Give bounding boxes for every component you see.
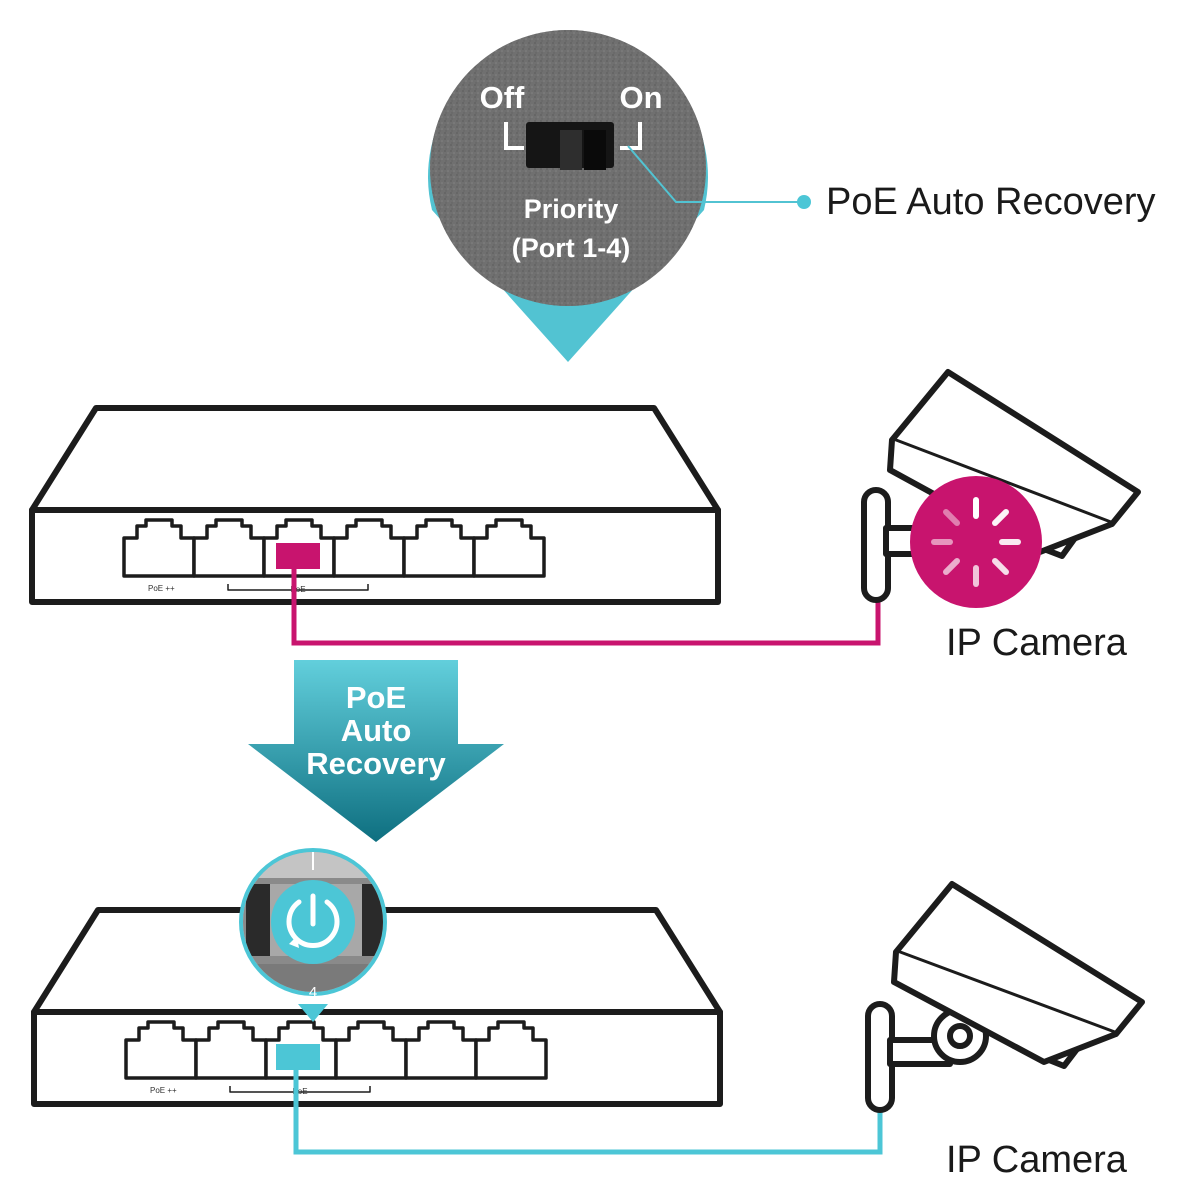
slider-switch: [504, 122, 642, 170]
bottom-camera: [865, 881, 1145, 1113]
ethernet-port-6: [472, 518, 546, 578]
bottom-port-label: PoE ++: [150, 1086, 177, 1095]
power-restart-icon: [271, 880, 355, 964]
top-group-label: PoE: [290, 585, 305, 594]
callout-label: PoE Auto Recovery: [826, 181, 1156, 223]
bottom-switch-ports: [124, 1020, 548, 1080]
arrow-line3: Recovery: [306, 746, 446, 781]
faulted-port-plug: [276, 543, 320, 569]
switch-caption-line1: Priority: [524, 194, 619, 224]
callout-leader: [627, 145, 811, 209]
bottom-switch: [31, 907, 723, 1107]
arrow-line1: PoE: [346, 680, 406, 715]
loading-spinner-icon: [910, 476, 1042, 608]
switch-off-label: Off: [480, 80, 525, 115]
top-camera-label: IP Camera: [946, 622, 1128, 664]
bottom-group-label: PoE: [292, 1087, 307, 1096]
ethernet-port-6: [474, 1020, 548, 1080]
top-port-label: PoE ++: [148, 584, 175, 593]
switch-caption-line2: (Port 1-4): [512, 233, 631, 263]
top-switch: [29, 405, 721, 605]
switch-on-label: On: [619, 80, 662, 115]
recovered-port-plug: [276, 1044, 320, 1070]
bottom-camera-label: IP Camera: [946, 1139, 1128, 1181]
top-switch-ports: [122, 518, 546, 578]
bottom-cable: [293, 1070, 883, 1155]
priority-switch-zoom: Off On Priority (Port 1-4): [428, 30, 708, 363]
port-zoom: 4: [239, 848, 387, 1022]
callout-dot: [797, 195, 811, 209]
recovery-arrow: PoE Auto Recovery: [248, 660, 504, 842]
arrow-line2: Auto: [341, 713, 412, 748]
zoom-port-number: 4: [309, 984, 317, 1001]
top-cable: [291, 568, 881, 646]
